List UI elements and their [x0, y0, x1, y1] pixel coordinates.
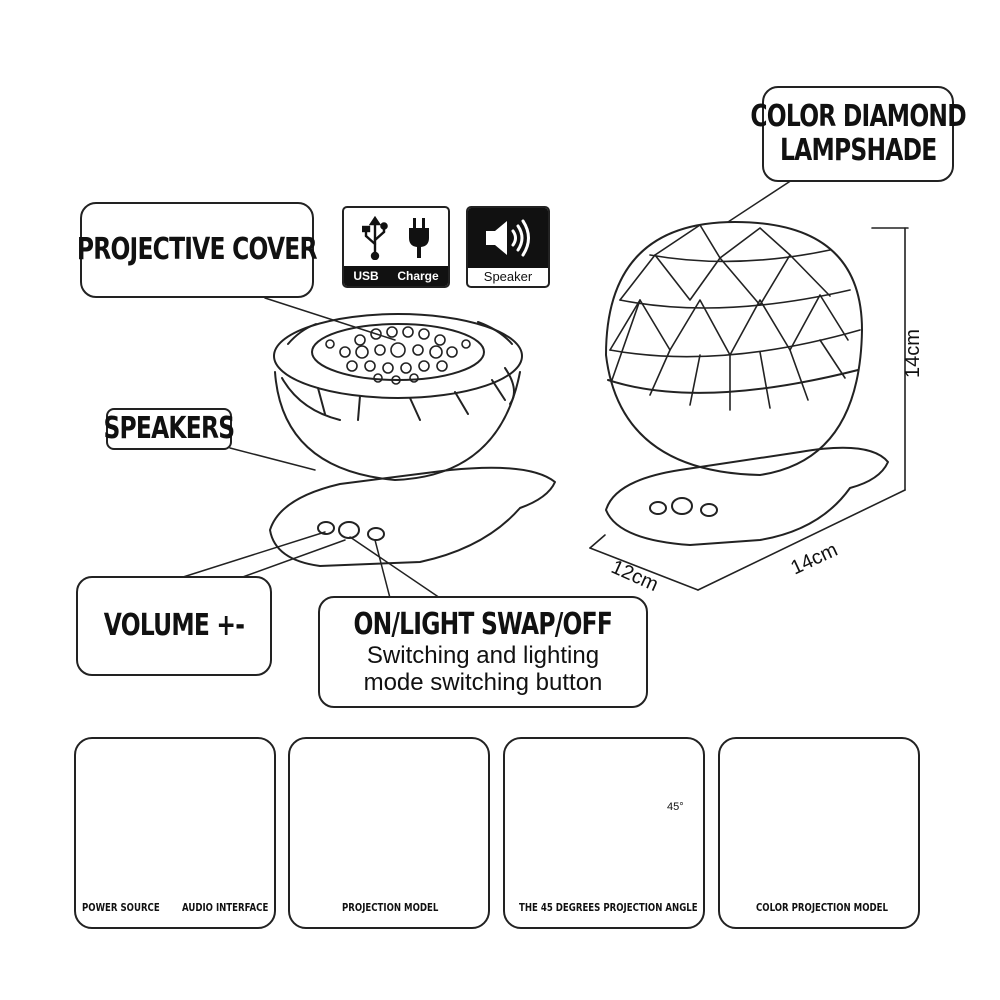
panel-power-audio: POWER SOURCE AUDIO INTERFACE [74, 737, 276, 929]
volume-label: VOLUME +- [103, 608, 245, 643]
usb-charge-badge: USB Charge [342, 206, 450, 288]
callout-lampshade: COLOR DIAMOND LAMPSHADE [750, 86, 967, 182]
lampshade-line1: COLOR DIAMOND [750, 99, 966, 134]
height-dimension: 14cm [902, 329, 924, 378]
speakers-label: SPEAKERS [103, 411, 236, 446]
on-off-desc-line1: Switching and lighting [366, 642, 600, 669]
projector-closed-illustration [605, 221, 889, 546]
audio-interface-label: AUDIO INTERFACE [182, 901, 269, 914]
power-source-label: POWER SOURCE [82, 901, 160, 914]
speaker-badge: Speaker [466, 206, 550, 288]
usb-icon [362, 216, 388, 260]
projective-cover-label: PROJECTIVE COVER [77, 232, 318, 267]
usb-label: USB [353, 269, 379, 283]
on-off-desc-line2: mode switching button [363, 669, 603, 696]
angle-value: 45° [667, 801, 684, 813]
on-off-title: ON/LIGHT SWAP/OFF [353, 607, 613, 642]
projection-model-label: PROJECTION MODEL [342, 901, 439, 914]
panel-projection-model: PROJECTION MODEL [288, 737, 490, 929]
color-projection-label: COLOR PROJECTION MODEL [756, 901, 888, 914]
leader-lines [179, 179, 793, 599]
charge-label: Charge [397, 269, 439, 283]
projection-angle-label: THE 45 DEGREES PROJECTION ANGLE [519, 901, 698, 914]
projector-open-illustration [269, 313, 556, 567]
callout-speakers: SPEAKERS [103, 408, 236, 450]
lampshade-line2: LAMPSHADE [779, 133, 937, 168]
dimension-lines [589, 227, 909, 591]
usb-charge-label-bar: USB Charge [344, 266, 448, 286]
speaker-label-bar: Speaker [468, 266, 548, 286]
panel-color-projection: COLOR PROJECTION MODEL [718, 737, 920, 929]
speaker-icon [486, 219, 530, 257]
speaker-label: Speaker [483, 268, 533, 284]
charge-plug-icon [409, 218, 429, 258]
speaker-badge-top [468, 208, 548, 268]
callout-on-off: ON/LIGHT SWAP/OFF Switching and lighting… [318, 596, 648, 708]
panel-projection-angle: THE 45 DEGREES PROJECTION ANGLE 45° [503, 737, 705, 929]
callout-volume: VOLUME +- [76, 576, 272, 676]
callout-projective-cover: PROJECTIVE COVER [77, 202, 318, 298]
